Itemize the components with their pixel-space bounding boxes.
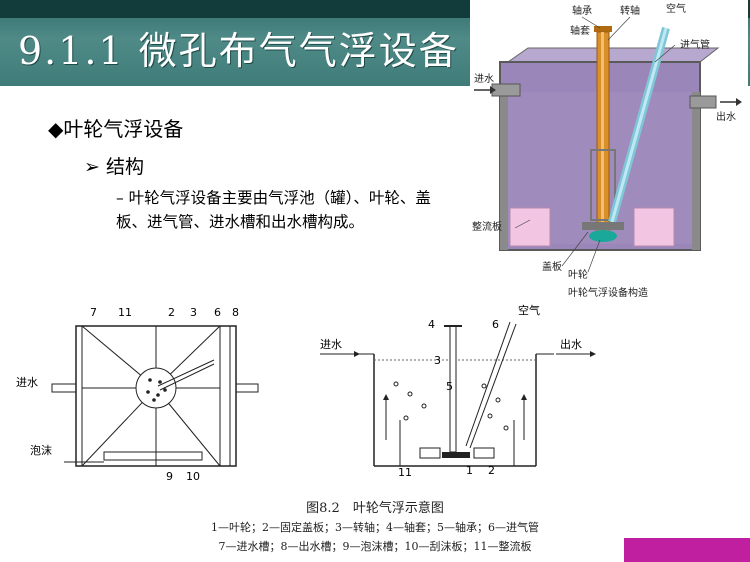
section-air: 空气 <box>518 303 540 317</box>
arrow-bullet-icon: ➢ <box>84 156 106 178</box>
section-num-1: 1 <box>466 464 473 477</box>
bullet-sub-label: 结构 <box>105 156 144 178</box>
label-water-in: 进水 <box>474 73 494 85</box>
label-air: 空气 <box>666 2 686 15</box>
label-inlet-pipe: 进气管 <box>680 38 710 51</box>
slide-title: 9.1.1 微孔布气气浮设备 <box>18 29 459 73</box>
plan-num-10: 10 <box>186 470 200 483</box>
plan-num-11: 11 <box>118 306 132 319</box>
section-num-2: 2 <box>488 464 495 477</box>
plan-num-3: 3 <box>190 306 197 319</box>
figure-legend-line1: 1—叶轮；2—固定盖板；3—转轴；4—轴套；5—轴承；6—进气管 <box>211 521 539 534</box>
impeller-3d-diagram: 轴承 转轴 空气 轴套 进气管 进水 出水 整流板 盖板 叶轮 叶轮气浮设备构造 <box>470 0 748 302</box>
plan-num-7: 7 <box>90 306 97 319</box>
plan-water-in: 进水 <box>16 376 38 389</box>
label-water-out: 出水 <box>716 110 736 123</box>
photo-caption: 叶轮气浮设备构造 <box>568 286 648 299</box>
bullet-main: ◆叶轮气浮设备 <box>48 113 183 142</box>
bullet-sub: ➢ 结构 <box>84 152 144 179</box>
body-paragraph: – 叶轮气浮设备主要由气浮池（罐）、叶轮、盖板、进气管、进水槽和出水槽构成。 <box>116 189 431 231</box>
section-num-3: 3 <box>434 354 441 367</box>
section-num-6: 6 <box>492 318 499 331</box>
figure-title: 图8.2 叶轮气浮示意图 <box>306 501 444 516</box>
label-baffle: 整流板 <box>472 220 502 233</box>
plan-num-8: 8 <box>232 306 239 319</box>
plan-foam: 泡沫 <box>30 443 52 457</box>
section-num-4: 4 <box>428 318 435 331</box>
plan-view-diagram: 7 11 2 3 6 8 9 10 进水 出水 泡沫 <box>16 306 259 483</box>
label-impeller: 叶轮 <box>568 268 588 281</box>
plan-num-9: 9 <box>166 470 173 483</box>
section-num-11: 11 <box>398 466 412 479</box>
section-num-5: 5 <box>446 380 453 393</box>
decorative-corner-bar <box>624 538 750 562</box>
bullet-main-label: 叶轮气浮设备 <box>63 117 184 141</box>
section-water-out: 出水 <box>560 337 582 351</box>
label-sleeve: 轴套 <box>570 24 590 37</box>
section-water-in: 进水 <box>320 338 342 351</box>
figure-legend-line2: 7—进水槽；8—出水槽；9—泡沫槽；10—刮沫板；11—整流板 <box>218 540 532 553</box>
label-cover: 盖板 <box>542 260 562 273</box>
diamond-bullet-icon: ◆ <box>48 117 64 141</box>
plan-num-2: 2 <box>168 306 175 319</box>
impeller-3d-svg: 轴承 转轴 空气 轴套 进气管 进水 出水 整流板 盖板 叶轮 叶轮气浮设备构造 <box>472 2 742 299</box>
label-bearing: 轴承 <box>572 4 592 17</box>
plan-num-6: 6 <box>214 306 221 319</box>
section-view-diagram: 4 6 3 5 11 1 2 空气 进水 出水 <box>320 303 596 479</box>
label-shaft: 转轴 <box>620 4 640 17</box>
